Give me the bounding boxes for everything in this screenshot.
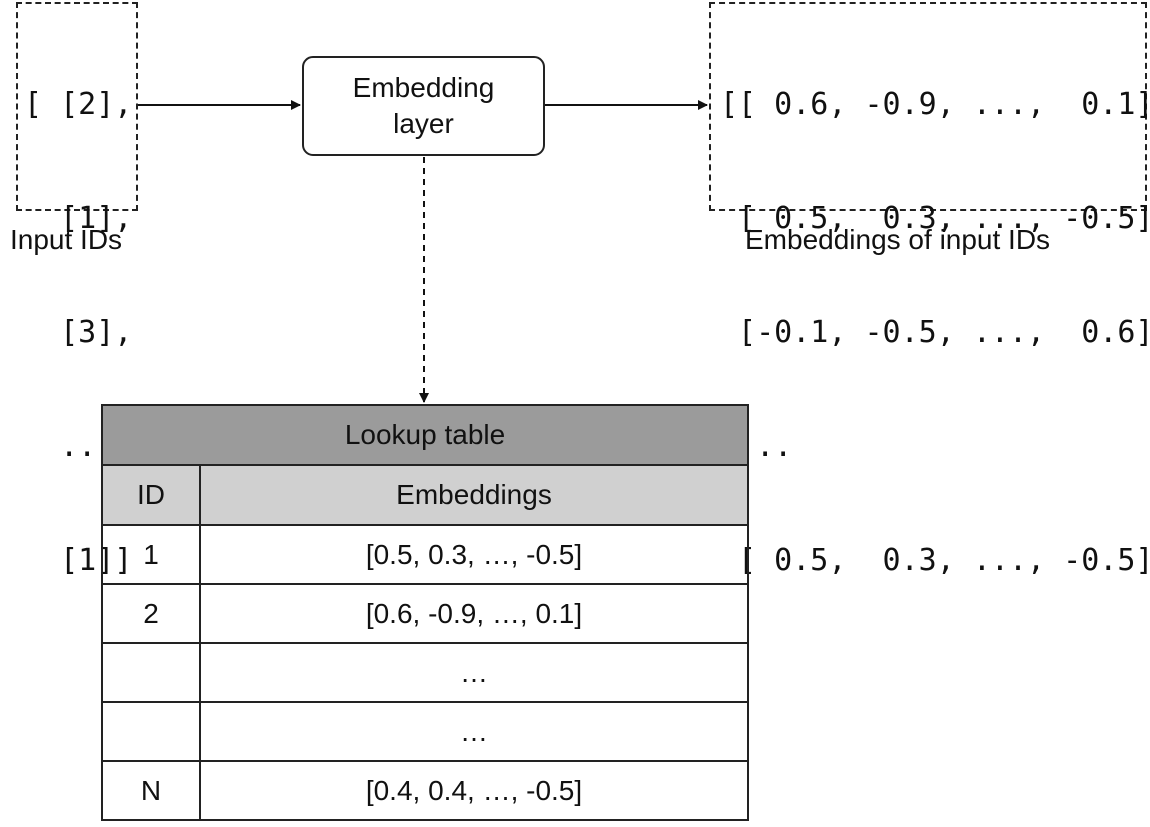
input-ids-line: [ [2], [24,87,133,122]
row-id-cell [101,701,201,762]
table-row: 2 [0.6, -0.9, …, 0.1] [101,583,750,644]
row-id-cell: N [101,760,201,821]
input-ids-caption: Input IDs [10,224,123,255]
output-embeddings-line: [-0.1, -0.5, ..., 0.6] [720,315,1150,350]
embedding-layer-label: Embedding layer [352,72,495,139]
table-row: 1 [0.5, 0.3, …, -0.5] [101,524,750,585]
row-embedding-cell: [0.5, 0.3, …, -0.5] [198,524,750,585]
lookup-table-title: Lookup table [100,404,750,466]
input-ids-box [16,2,138,211]
input-ids-line: [3], [24,315,133,350]
row-embedding-cell: … [198,642,750,703]
row-id-cell: 1 [101,524,201,585]
lookup-table: Lookup table ID Embeddings 1 [0.5, 0.3, … [100,404,750,821]
output-embeddings-line: [[ 0.6, -0.9, ..., 0.1] [720,87,1150,122]
row-embedding-cell: [0.4, 0.4, …, -0.5] [198,760,750,821]
row-id-cell [101,642,201,703]
row-id-cell: 2 [101,583,201,644]
column-header-embeddings: Embeddings [198,464,750,526]
input-ids-line: [1], [24,201,133,236]
column-header-id: ID [101,464,201,526]
table-row: N [0.4, 0.4, …, -0.5] [101,760,750,821]
embedding-layer-box: Embedding layer [302,56,545,156]
output-embeddings-caption: Embeddings of input IDs [745,224,1051,255]
output-embeddings-box [709,2,1147,211]
lookup-table-header-row: ID Embeddings [101,464,750,526]
row-embedding-cell: [0.6, -0.9, …, 0.1] [198,583,750,644]
table-row: … [101,701,750,762]
row-embedding-cell: … [198,701,750,762]
output-embeddings-line: [ 0.5, 0.3, ..., -0.5] [720,201,1150,236]
table-row: … [101,642,750,703]
output-embeddings-values: [[ 0.6, -0.9, ..., 0.1] [ 0.5, 0.3, ...,… [720,10,1150,618]
lookup-table-title-row: Lookup table [100,404,750,466]
